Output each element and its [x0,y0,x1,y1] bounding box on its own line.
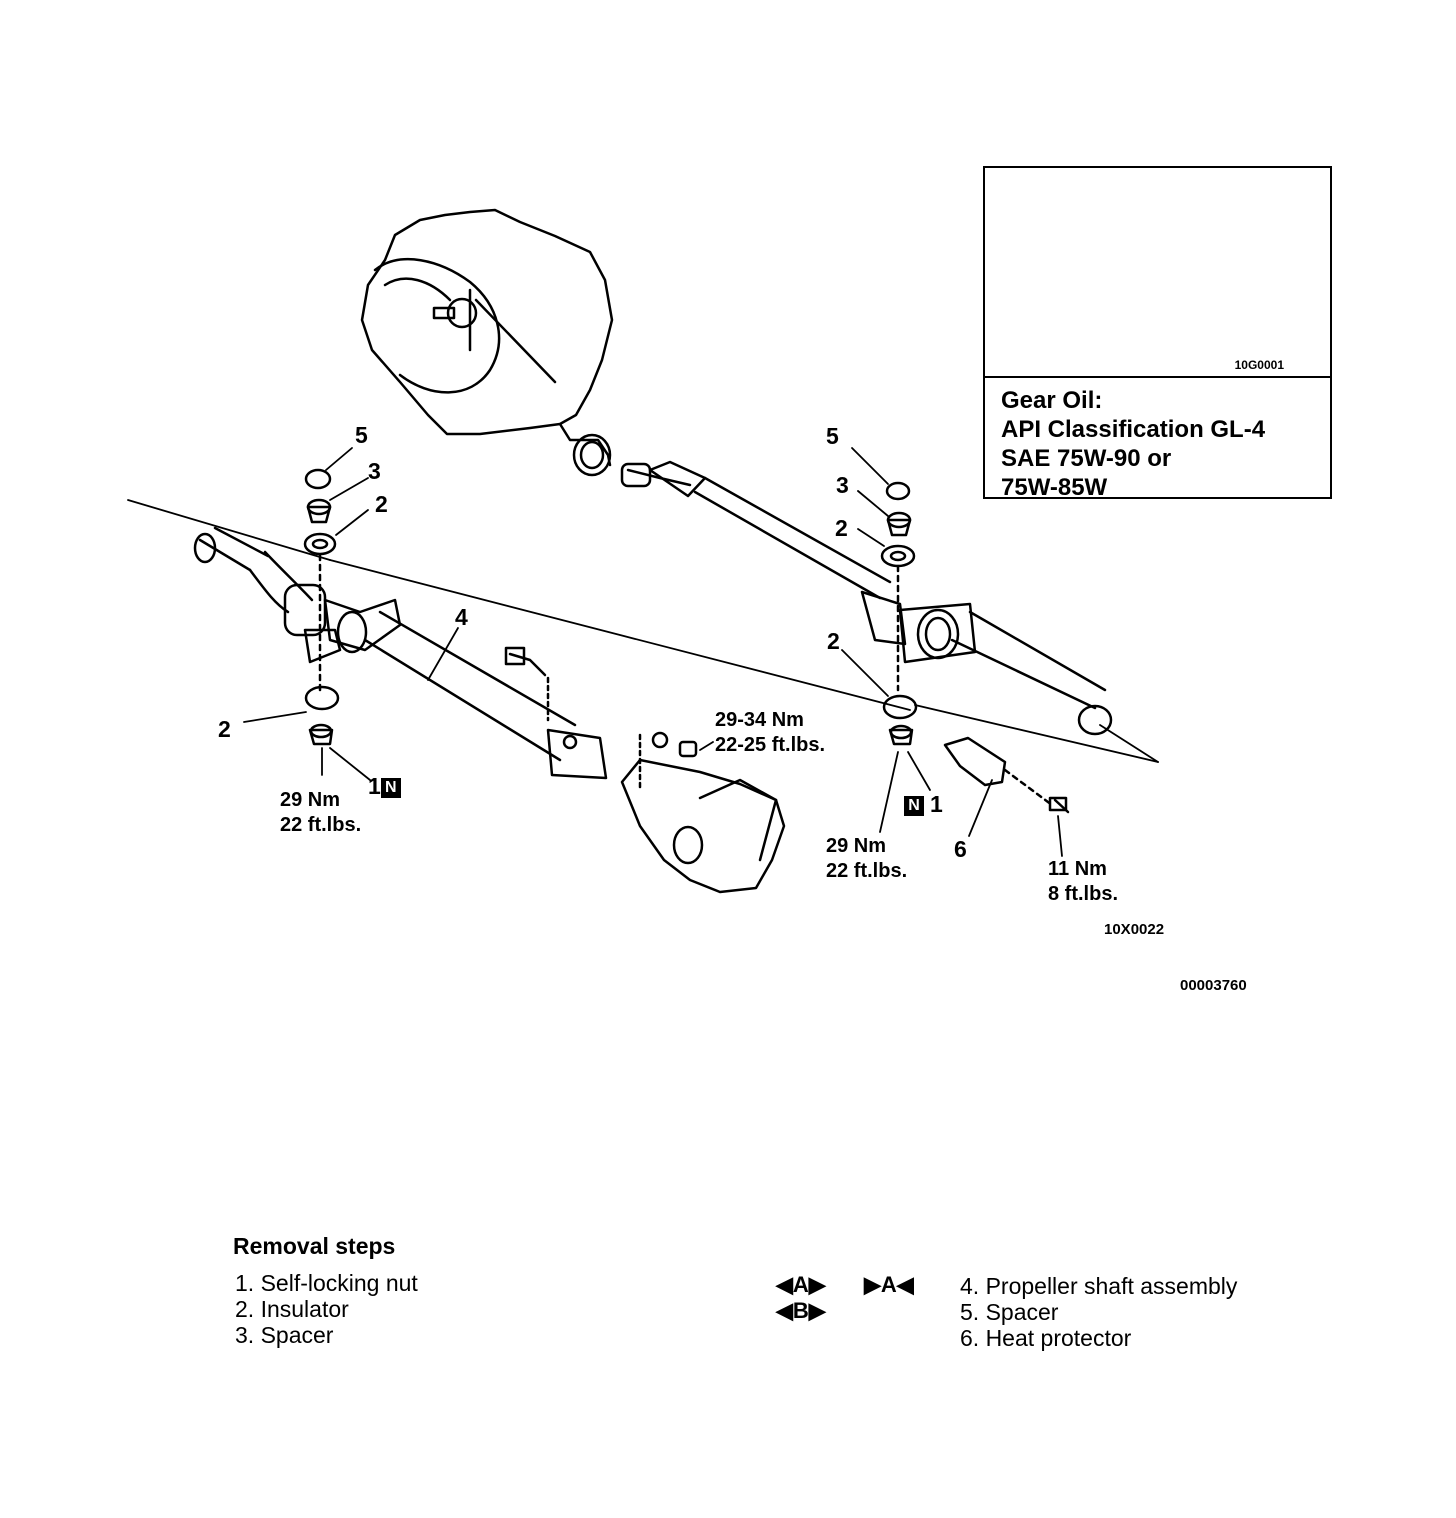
inset-divider [985,376,1330,378]
torque-flange: 29-34 Nm 22-25 ft.lbs. [715,708,825,758]
inset-code: 10G0001 [1234,358,1284,372]
gear-oil-line-2: API Classification GL-4 [1001,416,1266,443]
removal-steps-right: 4. Propeller shaft assembly 5. Spacer 6.… [960,1273,1237,1351]
step-item: 3. Spacer [235,1322,334,1348]
step-item: 1. Self-locking nut [235,1270,418,1296]
gear-oil-line-1: Gear Oil: [1001,387,1103,414]
left-shaft-drawing [193,526,608,780]
callout-right-3: 3 [836,472,849,498]
heat-protector-drawing [943,736,1070,814]
symbol-a-out: ◀A▶ [776,1272,826,1297]
step-item: 5. Spacer [960,1299,1059,1325]
torque-right-nut: 29 Nm 22 ft.lbs. [826,834,907,884]
differential-drawing [620,731,786,894]
callout-right-2-top: 2 [835,515,848,541]
torque-right-nut-ftlbs: 22 ft.lbs. [826,860,908,882]
torque-flange-ftlbs: 22-25 ft.lbs. [715,734,826,756]
callout-left-4: 4 [455,604,468,630]
gear-oil-line-3: SAE 75W-90 or [1001,445,1172,472]
assembly-line-right [914,704,1159,763]
torque-heat-bolt-ftlbs: 8 ft.lbs. [1048,883,1119,905]
torque-left-nut: 29 Nm 22 ft.lbs. [280,788,361,838]
callout-right-5: 5 [826,423,839,449]
torque-right-nut-nm: 29 Nm [826,835,887,857]
assembly-line-middle [329,559,911,711]
transmission-drawing [360,208,614,477]
removal-steps-left: 1. Self-locking nut 2. Insulator 3. Spac… [235,1270,418,1348]
torque-flange-nm: 29-34 Nm [715,709,804,731]
step-item: 6. Heat protector [960,1325,1132,1351]
callout-left-1-number: 1 [368,773,381,799]
step-item: 4. Propeller shaft assembly [960,1273,1238,1299]
torque-left-nut-nm: 29 Nm [280,789,341,811]
figure-code-doc: 00003760 [1180,977,1247,994]
callout-right-6: 6 [954,836,967,862]
torque-left-nut-ftlbs: 22 ft.lbs. [280,814,362,836]
gear-oil-line-4: 75W-85W [1001,474,1108,501]
callout-left-3: 3 [368,458,381,484]
callout-left-2-bottom: 2 [218,716,231,742]
callout-left-5: 5 [355,422,368,448]
n-mark-right: N [904,795,924,816]
symbol-a-in: ▶A◀ [864,1272,914,1297]
gear-oil-inset: 10G0001 Gear Oil: API Classification GL-… [983,166,1332,502]
left-mount-parts [303,468,342,746]
torque-heat-bolt: 11 Nm 8 ft.lbs. [1048,857,1118,907]
removal-steps-title: Removal steps [233,1233,396,1259]
step-item: 2. Insulator [235,1296,349,1322]
assembly-line-left [127,499,331,561]
callout-left-2-top: 2 [375,491,388,517]
n-mark-left: N [380,777,401,798]
right-shaft-drawing [620,460,1113,736]
callout-right-2-mid: 2 [827,628,840,654]
figure-code-main: 10X0022 [1104,921,1165,938]
gear-oil-spec: Gear Oil: API Classification GL-4 SAE 75… [1001,386,1265,502]
callout-right-1-number: 1 [930,791,943,817]
torque-heat-bolt-nm: 11 Nm [1048,858,1107,880]
right-mount-parts [880,481,918,746]
symbol-b-out: ◀B▶ [776,1298,826,1323]
